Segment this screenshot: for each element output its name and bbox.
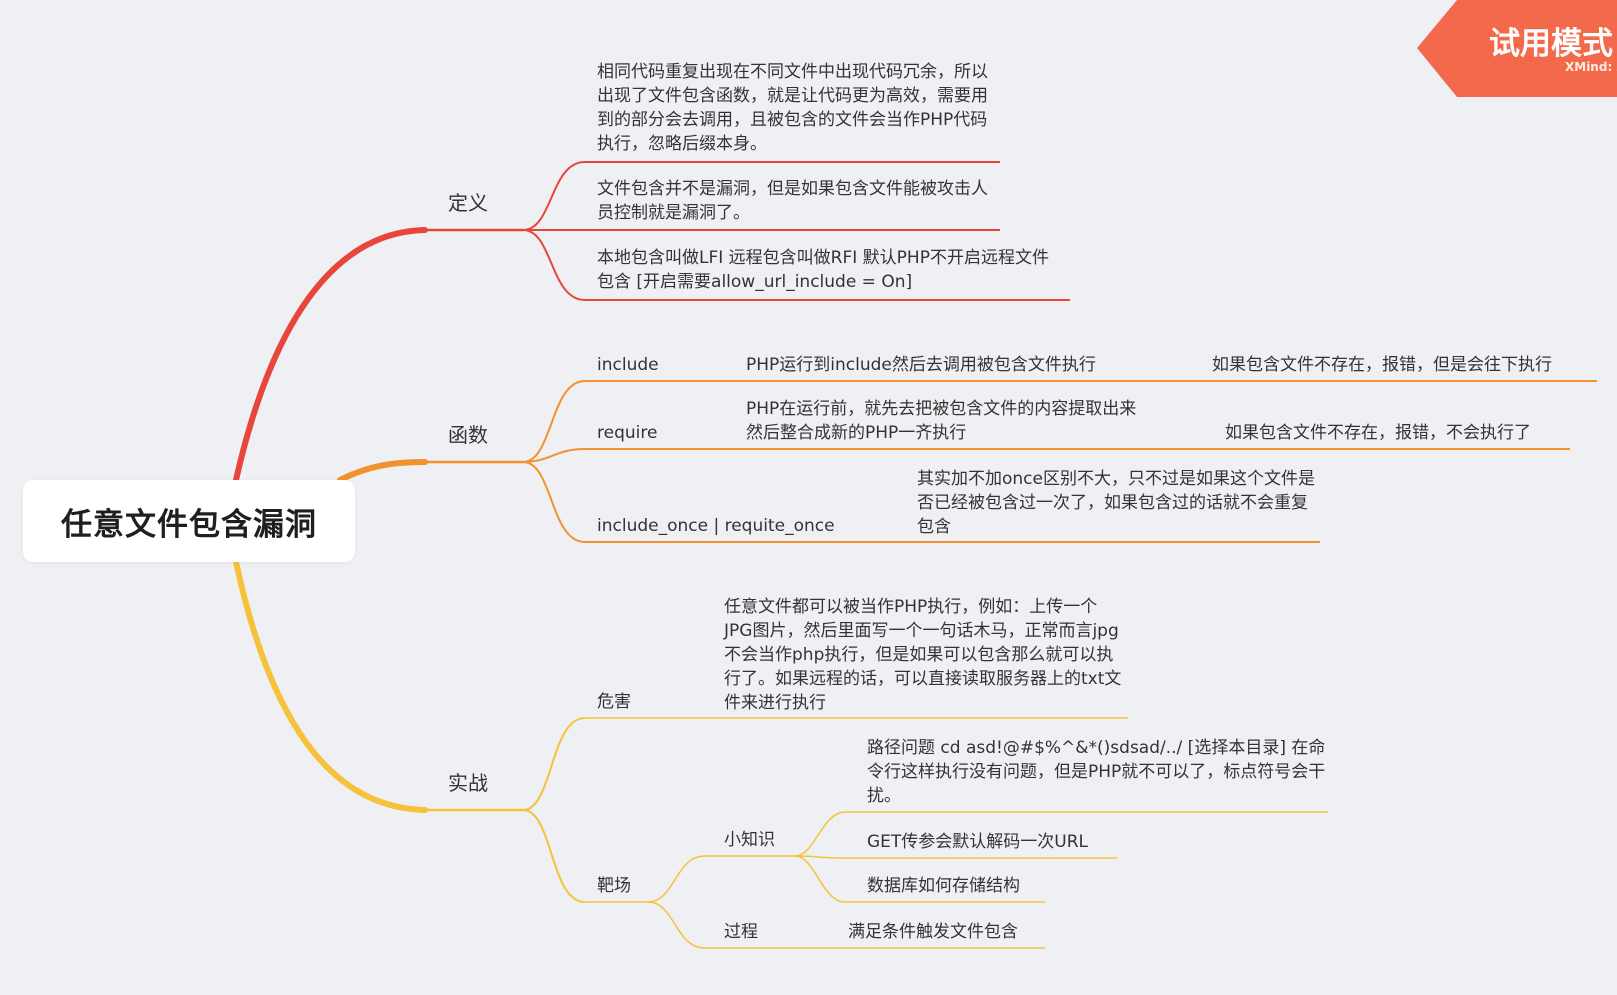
tip-get-url-decode[interactable]: GET传参会默认解码一次URL [867,832,1089,852]
connector-range-process [647,901,706,949]
function-once-name[interactable]: include_once | requite_once [597,516,835,536]
range-process-label[interactable]: 过程 [724,922,758,942]
branch-definition-label[interactable]: 定义 [448,191,488,215]
function-include-desc[interactable]: PHP运行到include然后去调用被包含文件执行 [746,355,1096,375]
connector-fn-require [522,448,586,463]
function-require-extra[interactable]: 如果包含文件不存在，报错，不会执行了 [1225,423,1531,443]
function-require-desc[interactable]: PHP在运行前，就先去把被包含文件的内容提取出来然后整合成新的PHP一齐执行 [746,399,1137,443]
tip-db-structure[interactable]: 数据库如何存储结构 [867,876,1020,896]
root-topic-title: 任意文件包含漏洞 [61,506,317,543]
practice-harm-label[interactable]: 危害 [597,692,631,712]
trial-mode-badge[interactable]: 试用模式 XMind: ZEN [1417,0,1617,97]
definition-note-2[interactable]: 文件包含并不是漏洞，但是如果包含文件能被攻击人员控制就是漏洞了。 [597,179,988,223]
function-include-extra[interactable]: 如果包含文件不存在，报错，但是会往下执行 [1212,355,1552,375]
trial-mode-label: 试用模式 [1489,26,1613,62]
tip-path-issue[interactable]: 路径问题 cd asd!@#$%^&*()sdsad/../ [选择本目录] 在… [867,738,1326,806]
connector-def-3 [522,229,586,301]
connector-range-tips [647,855,706,903]
connector-practice-range [522,809,586,903]
definition-note-1[interactable]: 相同代码重复出现在不同文件中出现代码冗余，所以出现了文件包含函数，就是让代码更为… [597,62,988,154]
connector-root-definition [233,227,428,483]
definition-note-3[interactable]: 本地包含叫做LFI 远程包含叫做RFI 默认PHP不开启远程文件包含 [开启需要… [597,248,1049,292]
connector-root-practice [233,559,428,813]
connector-tip-3 [794,855,846,903]
function-once-desc[interactable]: 其实加不加once区别不大，只不过是如果这个文件是否已经被包含过一次了，如果包含… [917,469,1315,537]
connector-fn-include [522,380,586,463]
function-include-name[interactable]: include [597,355,659,375]
connector-tip-1 [794,811,846,857]
trial-badge-shape [1417,0,1617,97]
branch-functions-label[interactable]: 函数 [448,423,488,447]
root-topic[interactable]: 任意文件包含漏洞 [23,480,355,562]
function-require-name[interactable]: require [597,423,658,443]
connector-tip-2 [794,855,846,859]
practice-harm-desc[interactable]: 任意文件都可以被当作PHP执行，例如：上传一个JPG图片，然后里面写一个一句话木… [724,597,1122,713]
xmind-logo-text: XMind: ZEN [1565,60,1617,74]
connector-fn-once [522,461,586,543]
connector-practice-harm [522,717,586,811]
connector-root-functions [337,459,428,483]
range-process-desc[interactable]: 满足条件触发文件包含 [848,922,1018,942]
branch-practice-label[interactable]: 实战 [448,771,488,795]
connector-def-1 [522,161,586,231]
practice-range-label[interactable]: 靶场 [597,876,631,896]
range-tips-label[interactable]: 小知识 [724,830,775,850]
